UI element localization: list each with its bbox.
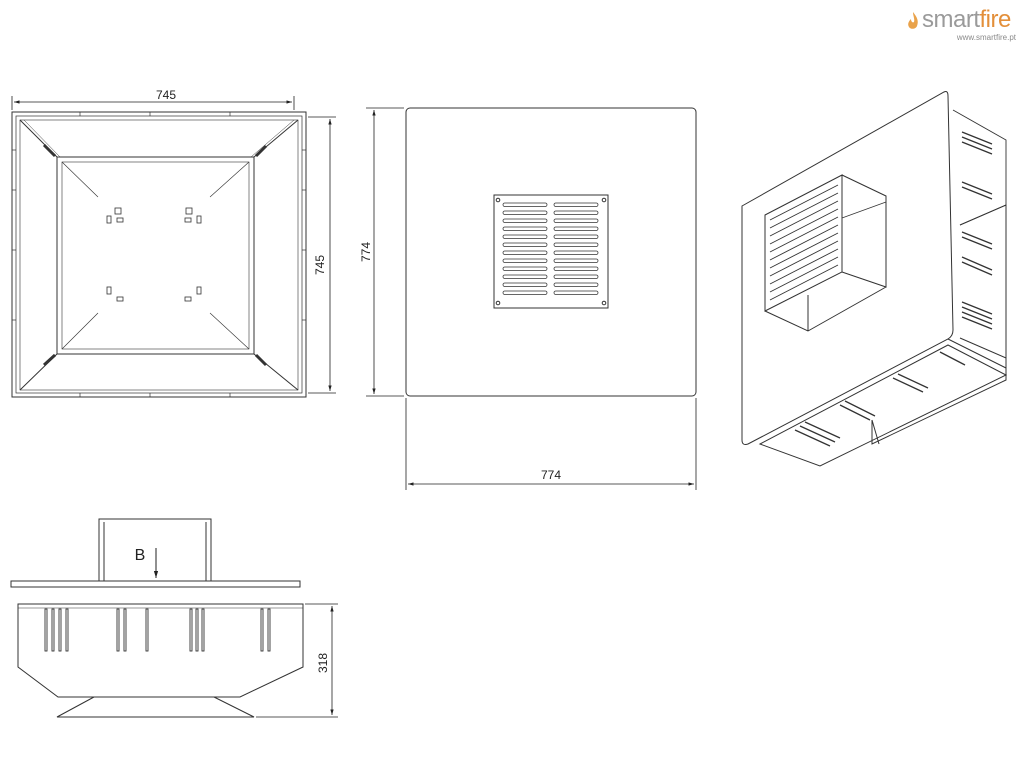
brand-name: smartfire xyxy=(922,6,1011,33)
grille-slot xyxy=(502,218,548,223)
front-view-width-dimension xyxy=(405,398,697,490)
top-view-width-dimension xyxy=(11,96,295,110)
grille-slot xyxy=(502,266,548,271)
grille-slot xyxy=(502,242,548,247)
grille-slot xyxy=(502,274,548,279)
grille-slot xyxy=(553,202,599,207)
top-view-depth-label: 745 xyxy=(313,255,327,275)
grille-slot xyxy=(553,218,599,223)
grille-slot xyxy=(553,234,599,239)
grille-slot xyxy=(553,242,599,247)
grille-slot xyxy=(553,290,599,295)
side-view xyxy=(10,518,304,718)
front-view-height-label: 774 xyxy=(359,242,373,262)
grille-slot xyxy=(502,250,548,255)
smartfire-logo: smartfire www.smartfire.pt xyxy=(904,4,1016,44)
top-view-depth-dimension xyxy=(308,116,336,394)
grille-slot xyxy=(502,290,548,295)
grille-slot xyxy=(553,274,599,279)
grille-slot xyxy=(502,258,548,263)
grille-slot xyxy=(502,210,548,215)
front-view xyxy=(405,107,697,397)
side-view-height-label: 318 xyxy=(316,653,330,673)
grille-slot xyxy=(553,266,599,271)
section-marker-label: B xyxy=(135,547,146,564)
grille-slot xyxy=(553,226,599,231)
grille-slot xyxy=(502,202,548,207)
isometric-view xyxy=(741,91,1008,467)
top-view xyxy=(11,111,307,398)
flame-icon xyxy=(908,12,918,29)
grille-slot xyxy=(553,250,599,255)
brand-url: www.smartfire.pt xyxy=(956,33,1016,42)
front-view-width-label: 774 xyxy=(541,468,561,482)
grille-slot xyxy=(502,282,548,287)
grille-slot xyxy=(502,234,548,239)
grille-slot xyxy=(553,282,599,287)
top-view-width-label: 745 xyxy=(156,88,176,102)
grille-slot xyxy=(502,226,548,231)
grille-slot xyxy=(553,258,599,263)
side-view-height-dimension xyxy=(256,603,338,718)
front-view-height-dimension xyxy=(366,107,404,397)
front-vent-grille xyxy=(502,202,599,295)
grille-slot xyxy=(553,210,599,215)
